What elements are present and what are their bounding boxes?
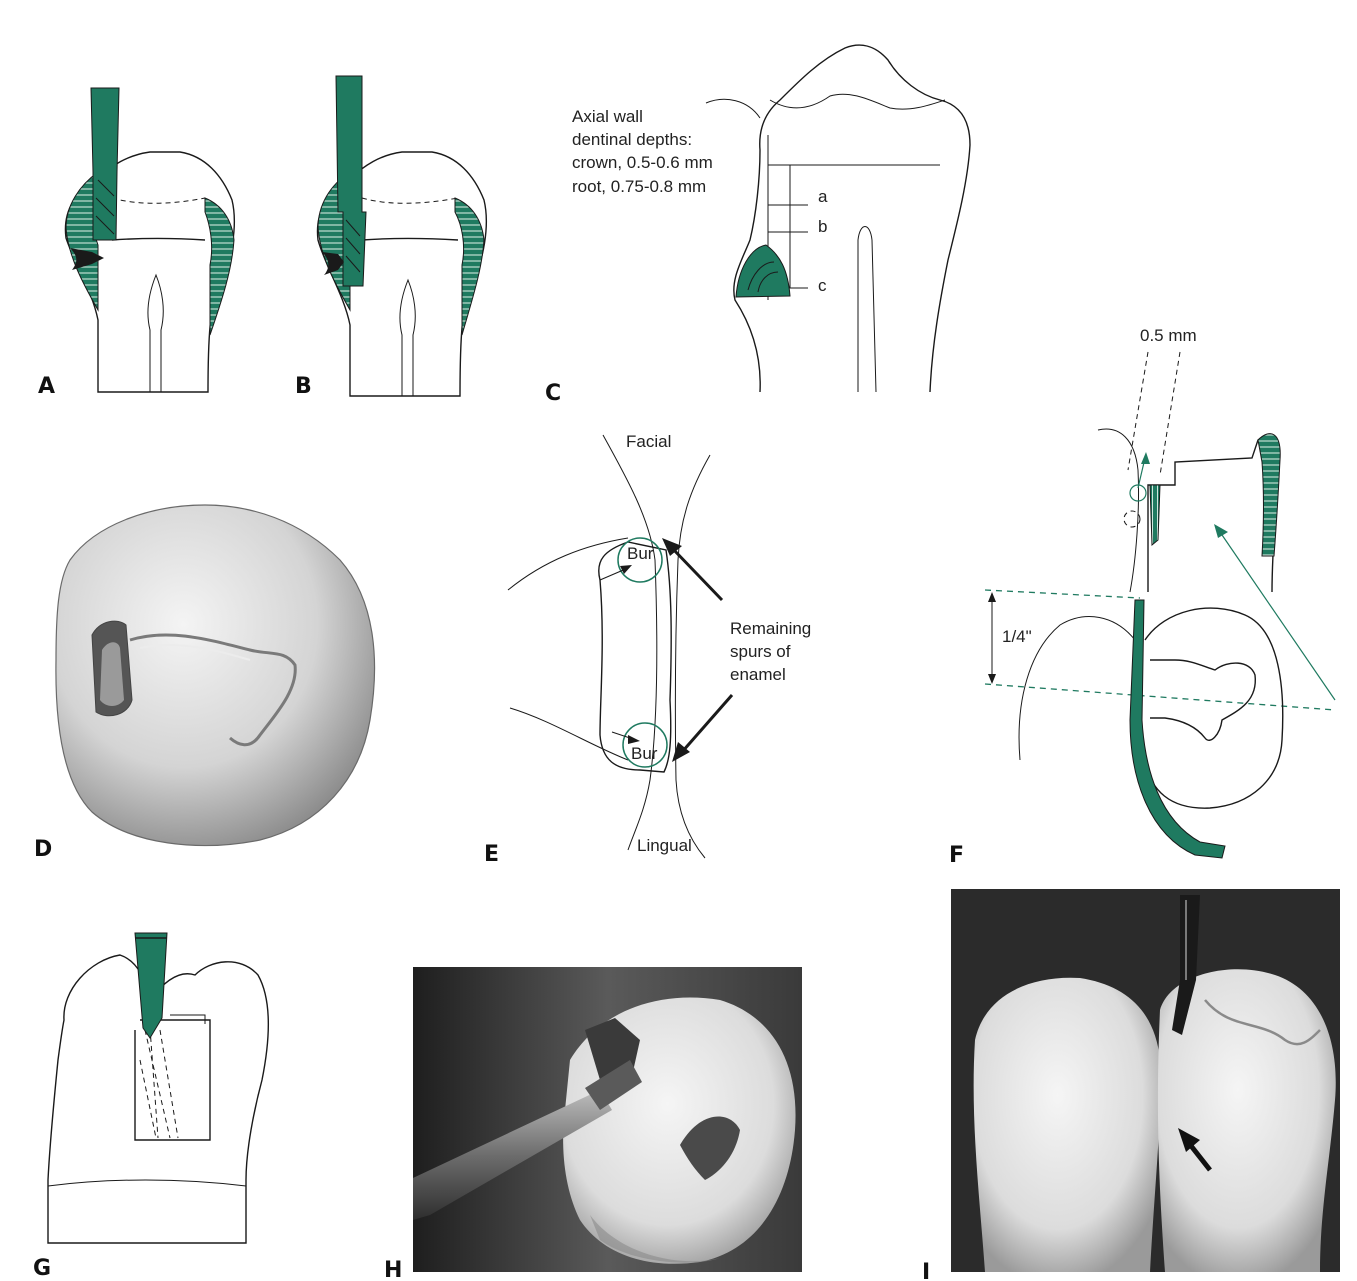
occlusal-prep-f bbox=[1150, 660, 1255, 740]
marker-c: c bbox=[818, 276, 827, 295]
spurs-line-2: spurs of bbox=[730, 642, 791, 661]
bur-label-bottom: Bur bbox=[631, 744, 658, 763]
pointer-arrow-top bbox=[672, 548, 722, 600]
panel-g: G bbox=[33, 933, 268, 1281]
panel-d: D bbox=[34, 505, 375, 862]
contact-curve-right-e bbox=[675, 455, 710, 858]
lingual-label: Lingual bbox=[637, 836, 692, 855]
axial-note-line-1: Axial wall bbox=[572, 107, 643, 126]
panel-label-f: F bbox=[949, 843, 964, 868]
contact-curve-left-e bbox=[603, 435, 657, 850]
pulpal-line-a bbox=[112, 198, 205, 203]
lower-tooth-right-f bbox=[1145, 608, 1283, 808]
marker-a: a bbox=[818, 187, 828, 206]
view-arrow-head bbox=[1214, 524, 1228, 538]
pulpal-line-b bbox=[362, 198, 458, 203]
axial-note-line-4: root, 0.75-0.8 mm bbox=[572, 177, 706, 196]
measure-label: 0.5 mm bbox=[1140, 326, 1197, 345]
panel-e: Facial Lingual Bur Bur Remaining spurs o… bbox=[484, 432, 811, 867]
pulp-b bbox=[400, 280, 415, 396]
root-canal-c bbox=[858, 227, 876, 393]
panel-label-b: B bbox=[295, 374, 312, 399]
panel-h: H bbox=[384, 967, 802, 1281]
panel-i: I bbox=[922, 889, 1340, 1281]
box-c bbox=[768, 135, 940, 300]
left-tooth-top-e bbox=[508, 538, 628, 590]
small-arrow-bottom-head bbox=[628, 735, 640, 744]
enamel-hatch-right-b bbox=[455, 198, 484, 335]
quarter-dim-arrow-top bbox=[988, 592, 996, 602]
bur-g bbox=[135, 933, 167, 1038]
box-floor-b bbox=[362, 239, 458, 241]
panel-label-d: D bbox=[34, 837, 52, 862]
marker-b: b bbox=[818, 217, 827, 236]
panel-label-a: A bbox=[38, 374, 55, 399]
prep-box-e bbox=[599, 542, 671, 772]
panel-a: A bbox=[38, 88, 234, 399]
upper-enamel-left-f bbox=[1150, 485, 1160, 545]
bur-dashed-paths-g bbox=[140, 1028, 178, 1138]
pulp-a bbox=[148, 275, 163, 392]
enamel-hatch-right-a bbox=[205, 198, 234, 335]
panel-label-h: H bbox=[384, 1258, 402, 1281]
panel-label-g: G bbox=[33, 1256, 51, 1281]
quarter-dim-arrow-bottom bbox=[988, 674, 996, 684]
panel-f: 0.5 mm 1/4" F bbox=[949, 326, 1335, 868]
panel-label-e: E bbox=[484, 842, 499, 867]
bur-up-arrow-head bbox=[1141, 452, 1150, 464]
spurs-line-1: Remaining bbox=[730, 619, 811, 638]
axial-note-line-3: crown, 0.5-0.6 mm bbox=[572, 153, 713, 172]
facial-label: Facial bbox=[626, 432, 671, 451]
adjacent-tooth-c bbox=[706, 99, 760, 118]
panel-label-i: I bbox=[922, 1260, 930, 1281]
panel-b: B bbox=[295, 76, 486, 399]
box-outline-g bbox=[135, 1020, 210, 1140]
quarter-top-line bbox=[985, 590, 1140, 598]
crown-ridge-c bbox=[770, 94, 945, 109]
panel-c: Axial wall dentinal depths: crown, 0.5-0… bbox=[545, 45, 970, 406]
bur-a bbox=[91, 88, 119, 240]
upper-tooth-prep-f bbox=[1148, 436, 1278, 592]
cej-line-g bbox=[48, 1180, 246, 1186]
bur-label-top: Bur bbox=[627, 544, 654, 563]
spurs-line-3: enamel bbox=[730, 665, 786, 684]
quarter-inch-label: 1/4" bbox=[1002, 627, 1032, 646]
tooth-outline-c bbox=[734, 45, 970, 392]
panel-label-c: C bbox=[545, 381, 561, 406]
view-arrow-f bbox=[1220, 532, 1335, 700]
left-tooth-bottom-e bbox=[510, 708, 628, 760]
upper-enamel-right-f bbox=[1258, 434, 1280, 556]
photo-tooth-left-i bbox=[974, 978, 1161, 1272]
box-floor-a bbox=[112, 239, 205, 241]
lower-tooth-left-f bbox=[1019, 617, 1135, 760]
pointer-arrow-bottom bbox=[682, 695, 732, 752]
matrix-band-f bbox=[1130, 600, 1225, 858]
axial-note-line-2: dentinal depths: bbox=[572, 130, 692, 149]
